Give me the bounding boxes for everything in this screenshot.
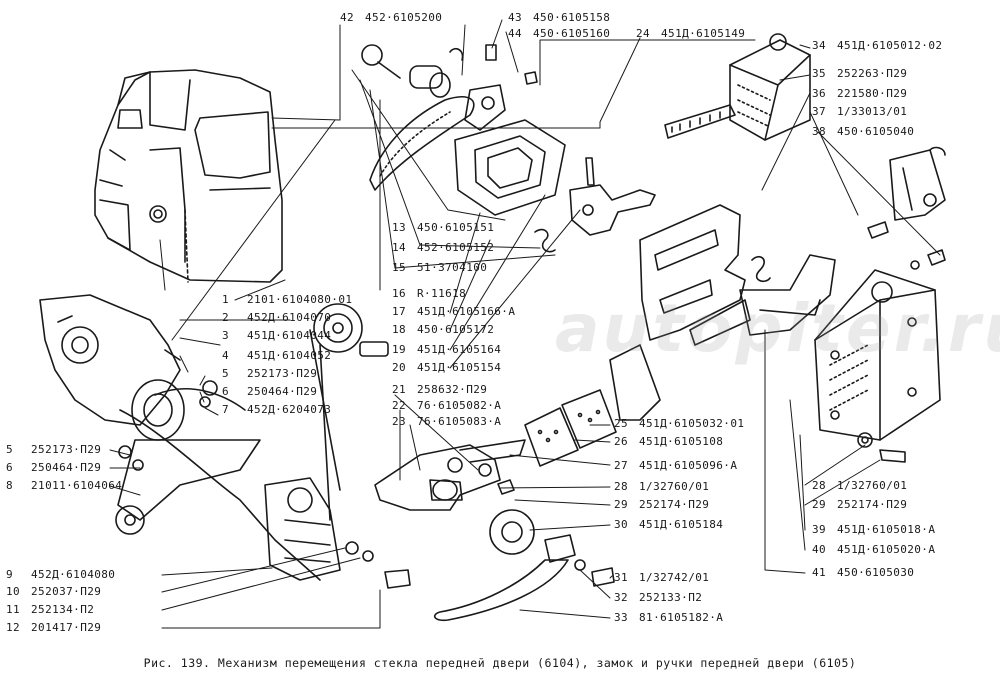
watermark: autopiter.ru	[555, 290, 1000, 367]
window-regulator-illustration	[39, 294, 411, 589]
callout-39: 39 451Д·6105018·А	[812, 523, 936, 536]
callout-2: 2 452Д·6104070	[222, 311, 332, 324]
latch-lever-illustration	[534, 157, 656, 253]
callout-5-upper: 5 252173·П29	[222, 367, 318, 380]
handle-seal-gasket-illustration	[454, 119, 566, 216]
callout-13: 13 450·6105151	[392, 221, 495, 234]
callout-28-center: 28 1/32760/01	[614, 480, 710, 493]
figure-caption: Рис. 139. Механизм перемещения стекла пе…	[143, 656, 857, 670]
callout-26: 26 451Д·6105108	[614, 435, 724, 448]
callout-7: 7 452Д·6204073	[222, 403, 332, 416]
callout-36: 36 221580·П29	[812, 87, 908, 100]
callout-17: 17 451Д·6105166·А	[392, 305, 516, 318]
callout-31: 31 1/32742/01	[614, 571, 710, 584]
lock-mechanism-plates-illustration	[609, 204, 836, 421]
inner-door-handle-illustration	[433, 509, 615, 622]
callout-24: 24 451Д·6105149	[636, 27, 746, 40]
callout-40: 40 451Д·6105020·А	[812, 543, 936, 556]
callout-15: 15 51·3704100	[392, 261, 488, 274]
callout-35: 35 252263·П29	[812, 67, 908, 80]
leader-lines	[109, 19, 941, 629]
callout-11: 11 252134·П2	[6, 603, 95, 616]
callout-22: 22 76·6105082·А	[392, 399, 502, 412]
callout-38: 38 450·6105040	[812, 125, 915, 138]
callout-10: 10 252037·П29	[6, 585, 102, 598]
striker-plate-illustration	[867, 146, 946, 270]
callout-21: 21 258632·П29	[392, 383, 488, 396]
callout-37: 37 1/33013/01	[812, 105, 908, 118]
callout-3: 3 451Д·6104044	[222, 329, 332, 342]
callout-19: 19 451Д·6105164	[392, 343, 502, 356]
lock-housing-right-illustration	[814, 269, 941, 463]
callout-29-center: 29 252174·П29	[614, 498, 710, 511]
callout-9: 9 452Д·6104080	[6, 568, 116, 581]
callout-1: 1 2101·6104080·01	[222, 293, 353, 306]
inner-handle-pads-illustration	[524, 389, 617, 467]
callout-18: 18 450·6105172	[392, 323, 495, 336]
callout-8: 8 21011·6104064	[6, 479, 123, 492]
callout-28-right: 28 1/32760/01	[812, 479, 908, 492]
callout-5-lower: 5 252173·П29	[6, 443, 102, 456]
callout-30: 30 451Д·6105184	[614, 518, 724, 531]
callout-42: 42 452·6105200	[340, 11, 443, 24]
callout-4: 4 451Д·6104052	[222, 349, 332, 362]
callout-27: 27 451Д·6105096·А	[614, 459, 738, 472]
callout-44: 44 450·6105160	[508, 27, 611, 40]
callout-6-lower: 6 250464·П29	[6, 461, 102, 474]
callout-14: 14 452·6105152	[392, 241, 495, 254]
callout-6-upper: 6 250464·П29	[222, 385, 318, 398]
callout-32: 32 252133·П2	[614, 591, 703, 604]
callout-41: 41 450·6105030	[812, 566, 915, 579]
callout-20: 20 451Д·6105154	[392, 361, 502, 374]
callout-34: 34 451Д·6105012·02	[812, 39, 943, 52]
remote-control-bracket-illustration	[374, 439, 526, 511]
callout-16: 16 R·11618	[392, 287, 467, 300]
lock-block-top-right-illustration	[664, 33, 811, 141]
callout-23: 23 76·6105083·А	[392, 415, 502, 428]
callout-43: 43 450·6105158	[508, 11, 611, 24]
callout-29-right: 29 252174·П29	[812, 498, 908, 511]
callout-33: 33 81·6105182·А	[614, 611, 724, 624]
callout-12: 12 201417·П29	[6, 621, 102, 634]
lock-cylinder-and-outer-handle-illustration	[361, 44, 538, 191]
vehicle-cab-illustration	[94, 69, 283, 291]
callout-25: 25 451Д·6105032·01	[614, 417, 745, 430]
